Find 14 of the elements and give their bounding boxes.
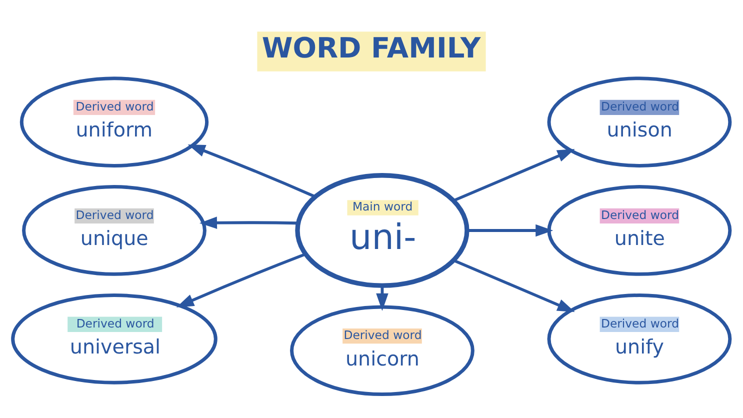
arrow bbox=[467, 224, 554, 236]
node-ellipse: Derived word unison bbox=[547, 76, 732, 167]
diagram-title: WORD FAMILY bbox=[262, 31, 481, 64]
node-ellipse: Derived word uniform bbox=[20, 76, 209, 167]
node-ellipse: Main word uni- bbox=[295, 172, 470, 288]
arrow bbox=[188, 144, 316, 198]
arrow bbox=[453, 258, 575, 312]
arrow bbox=[453, 148, 575, 202]
arrow bbox=[199, 216, 298, 228]
node-ellipse: Derived word unify bbox=[547, 293, 732, 384]
node-ellipse: Derived word unite bbox=[547, 184, 732, 276]
arrow bbox=[176, 252, 306, 307]
node-ellipse: Derived word unicorn bbox=[290, 304, 474, 396]
node-ellipse: Derived word unique bbox=[22, 184, 206, 276]
